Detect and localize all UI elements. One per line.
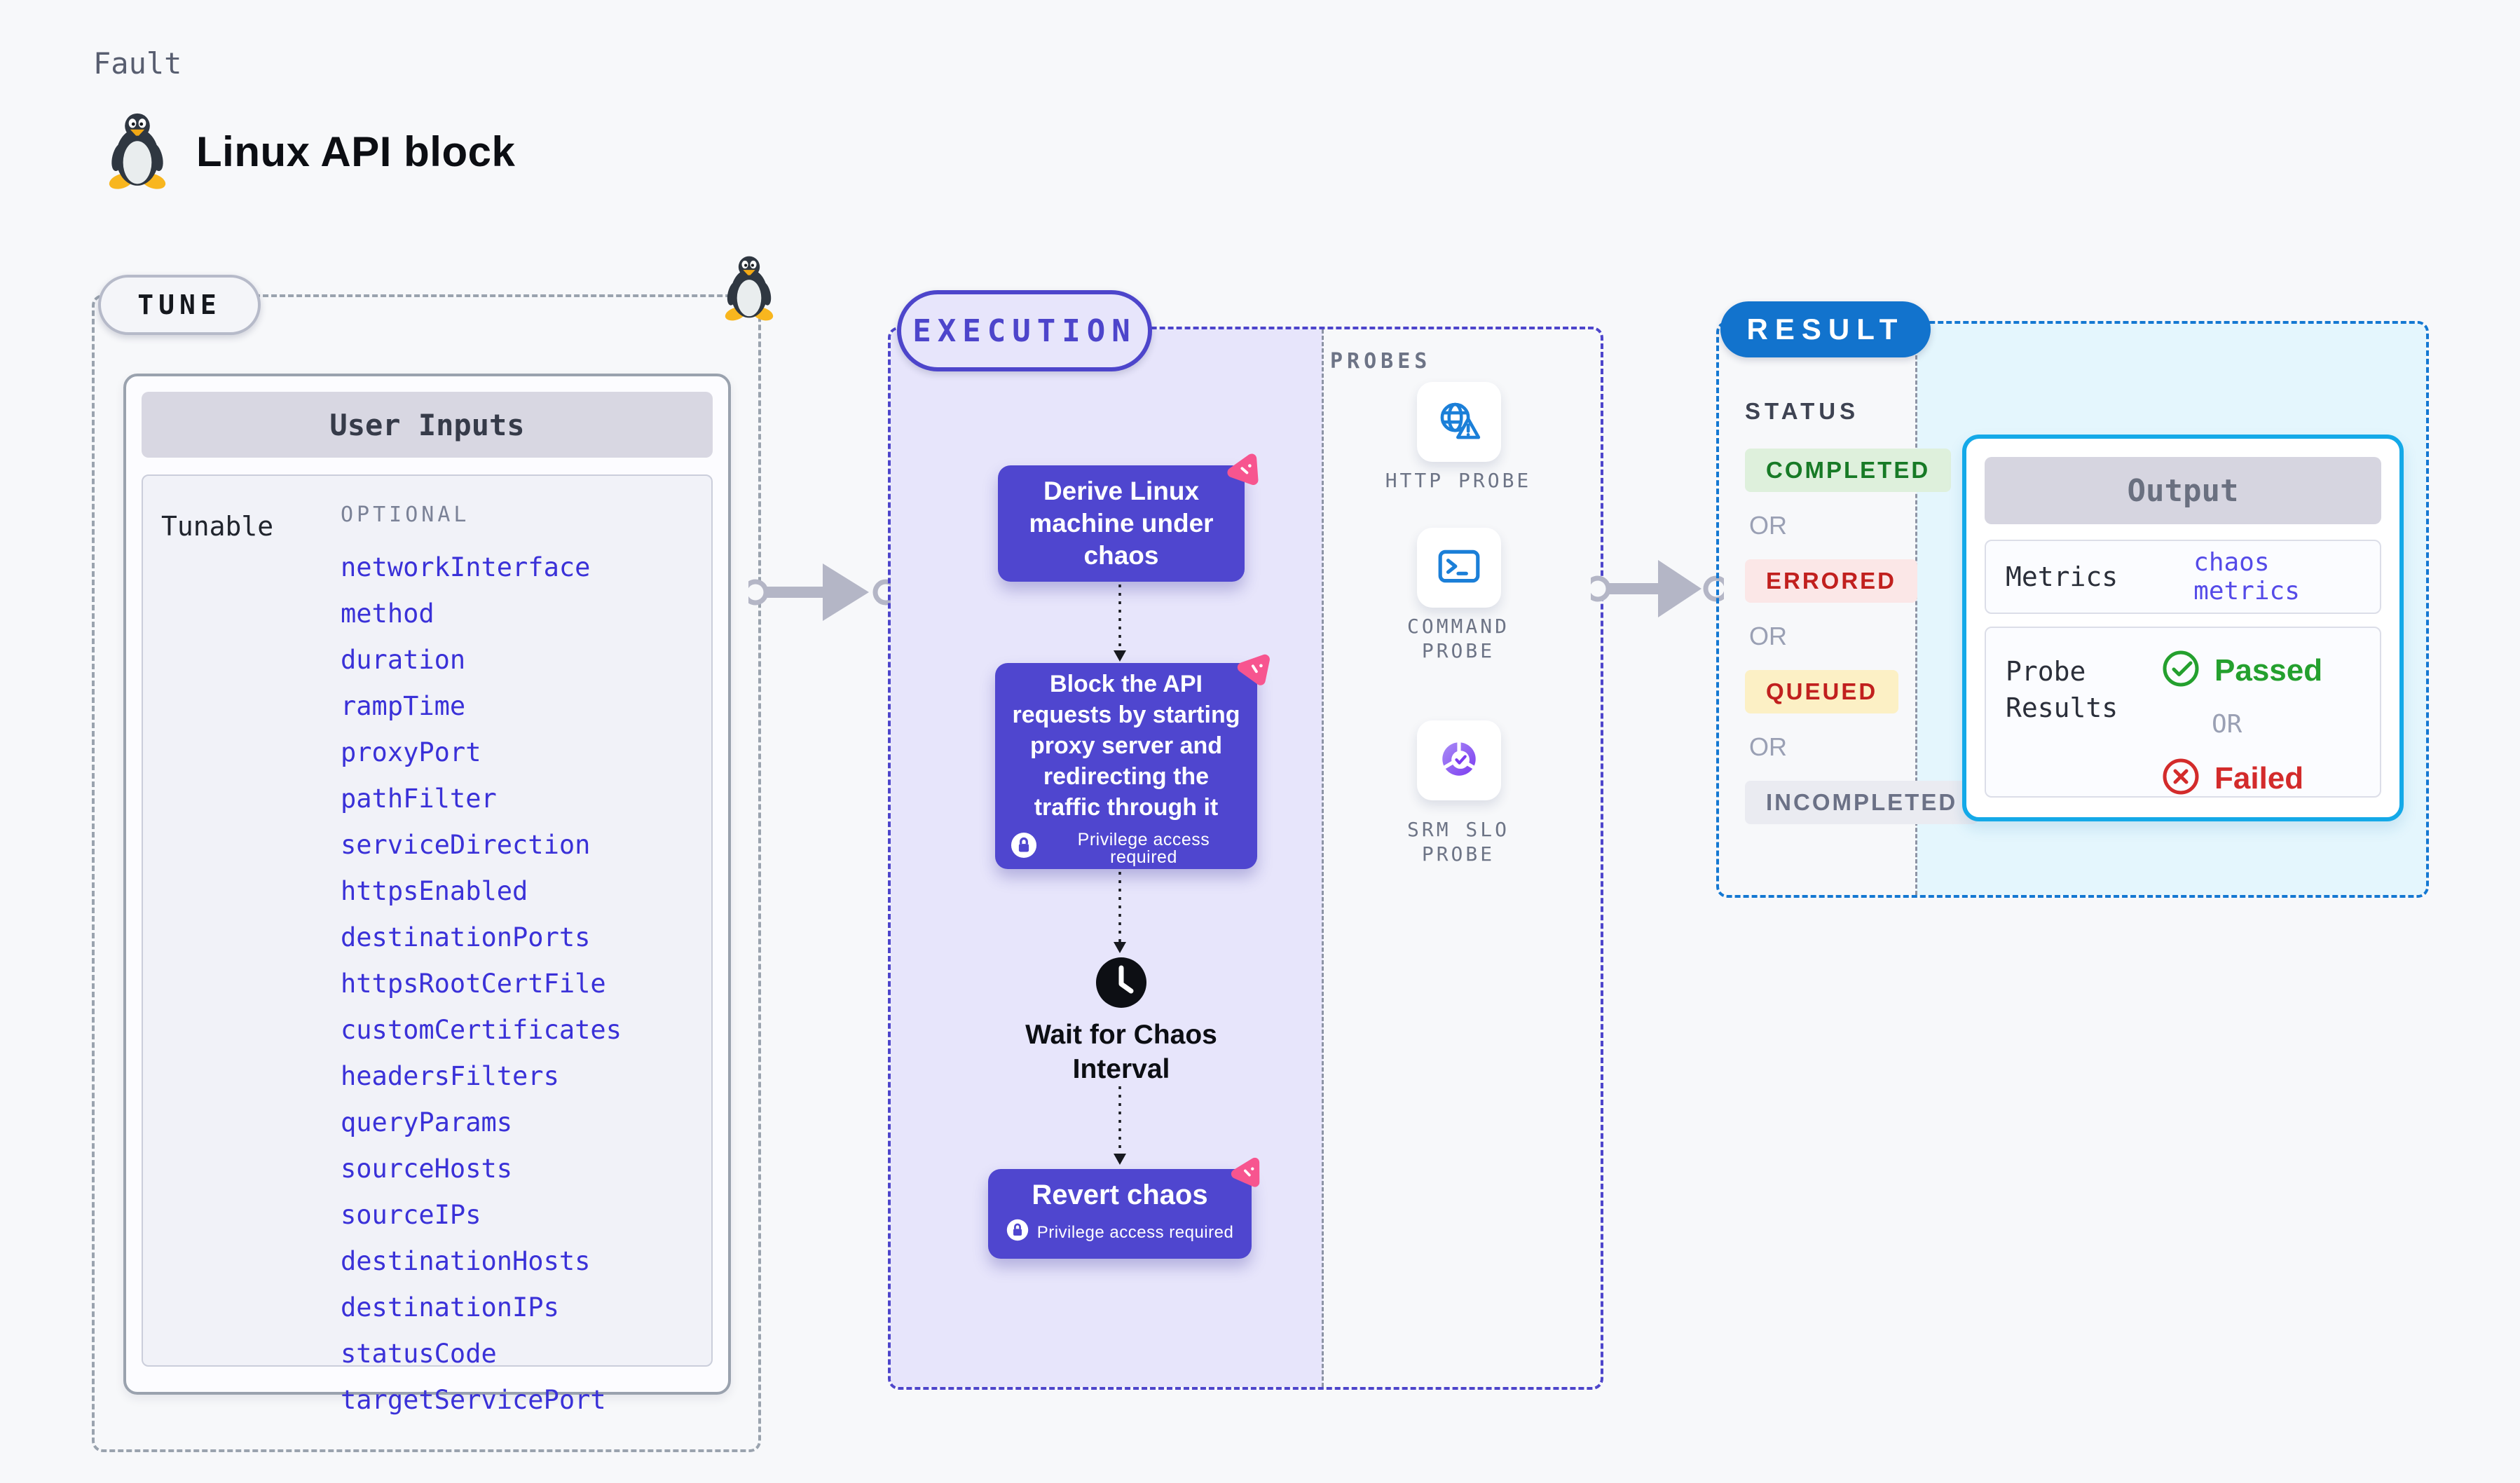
status-badge-completed: COMPLETED [1745,449,1952,492]
param-networkInterface: networkInterface [341,552,591,582]
flow-arrow-2 [1114,872,1126,953]
execution-section-pill: EXECUTION [897,290,1152,371]
result-section-pill: RESULT [1720,301,1931,357]
step-block-api: Block the API requests by starting proxy… [995,663,1257,869]
page-title-row: Linux API block [104,111,515,193]
user-inputs-title: User Inputs [142,392,713,458]
param-duration: duration [341,645,466,675]
status-badge-incompleted: INCOMPLETED [1745,781,1979,824]
privilege-text: Privilege access required [1036,1223,1234,1242]
command-probe-label: COMMAND PROBE [1406,615,1509,662]
optional-column-label: OPTIONAL [341,503,470,527]
srm-slo-probe-label: SRM SLO PROBE [1406,818,1509,866]
status-badge-queued: QUEUED [1745,670,1899,713]
chaos-pink-icon [1218,446,1268,498]
command-probe-card [1417,528,1501,608]
probe-results-row: Probe Results Passed OR [1985,627,2381,798]
metrics-label: Metrics [2006,561,2118,592]
http-probe-label: HTTP PROBE [1385,469,1532,492]
probes-divider-line [1322,329,1324,1387]
tune-section-container [92,294,761,1452]
linux-penguin-icon [104,111,171,193]
step-derive-machine: Derive Linux machine under chaos [998,465,1245,582]
lock-icon [1006,1217,1029,1248]
failed-label: Failed [2214,760,2304,795]
tune-section-pill: TUNE [98,275,261,335]
metrics-value: chaos metrics [2193,548,2300,606]
slo-donut-check-icon [1436,736,1482,786]
status-badge-errored: ERRORED [1745,559,1918,603]
chaos-pink-icon [1221,1149,1270,1201]
param-statusCode: statusCode [341,1339,497,1369]
step-revert-chaos-text: Revert chaos [1032,1180,1208,1210]
or-separator: OR [1749,622,1787,650]
param-targetServicePort: targetServicePort [341,1385,606,1415]
param-method: method [341,599,434,629]
user-inputs-body: Tunable OPTIONAL networkInterface method… [142,474,713,1415]
probe-results-label: Probe Results [2006,656,2118,723]
param-sourceIPs: sourceIPs [341,1200,481,1230]
tunable-row-label: Tunable [161,511,274,542]
param-sourceHosts: sourceHosts [341,1154,513,1184]
param-destinationHosts: destinationHosts [341,1246,591,1276]
or-separator: OR [2212,710,2242,739]
flow-arrow-1 [1114,585,1126,662]
or-separator: OR [1749,511,1787,540]
privilege-badge: Privilege access required [1011,831,1242,866]
flow-arrow-3 [1114,1086,1126,1165]
terminal-icon [1436,546,1482,590]
page-title: Linux API block [196,128,516,175]
param-headersFilters: headersFilters [341,1061,559,1091]
output-card: Output Metrics chaos metrics Probe Resul… [1962,435,2404,821]
privilege-text: Privilege access required [1077,830,1210,867]
probes-label: PROBES [1330,349,1432,374]
fault-kicker: Fault [93,46,182,81]
check-circle-icon [2161,649,2200,692]
status-output-divider-line [1915,324,1917,895]
params-column: OPTIONAL networkInterface method duratio… [341,503,622,1415]
http-probe-card [1417,382,1501,462]
status-label: STATUS [1745,398,1860,424]
param-httpsEnabled: httpsEnabled [341,876,528,906]
probe-result-failed: Failed [2161,757,2322,800]
step-block-api-text: Block the API requests by starting proxy… [1012,671,1240,821]
output-title: Output [1985,457,2381,524]
param-rampTime: rampTime [341,691,466,721]
chaos-pink-icon [1223,639,1282,699]
step-revert-chaos: Revert chaos Privilege access required [988,1169,1252,1259]
metrics-row: Metrics chaos metrics [1985,540,2381,614]
passed-label: Passed [2214,652,2323,688]
param-proxyPort: proxyPort [341,737,481,767]
param-destinationPorts: destinationPorts [341,922,591,952]
linux-penguin-corner-icon [722,254,776,324]
param-customCertificates: customCertificates [341,1015,622,1045]
param-destinationIPs: destinationIPs [341,1292,559,1323]
status-badges-column: COMPLETED OR ERRORED OR QUEUED OR INCOMP… [1745,449,1979,824]
param-httpsRootCertFile: httpsRootCertFile [341,969,606,999]
param-queryParams: queryParams [341,1107,513,1137]
param-pathFilter: pathFilter [341,784,497,814]
probe-results-values: Passed OR Failed [2161,649,2322,800]
globe-alert-icon [1434,399,1484,446]
param-serviceDirection: serviceDirection [341,830,591,860]
or-separator: OR [1749,732,1787,761]
x-circle-icon [2161,757,2200,800]
connector-arrow-tune-to-execution [748,563,893,621]
srm-slo-probe-card [1417,720,1501,800]
probe-result-passed: Passed [2161,649,2322,692]
clock-icon [1095,956,1148,1013]
privilege-badge: Privilege access required [1006,1217,1234,1248]
connector-arrow-execution-to-result [1591,560,1724,617]
user-inputs-card: User Inputs Tunable OPTIONAL networkInte… [123,374,731,1415]
wait-for-chaos-label: Wait for Chaos Interval [1025,1020,1217,1084]
lock-icon [1011,832,1037,866]
